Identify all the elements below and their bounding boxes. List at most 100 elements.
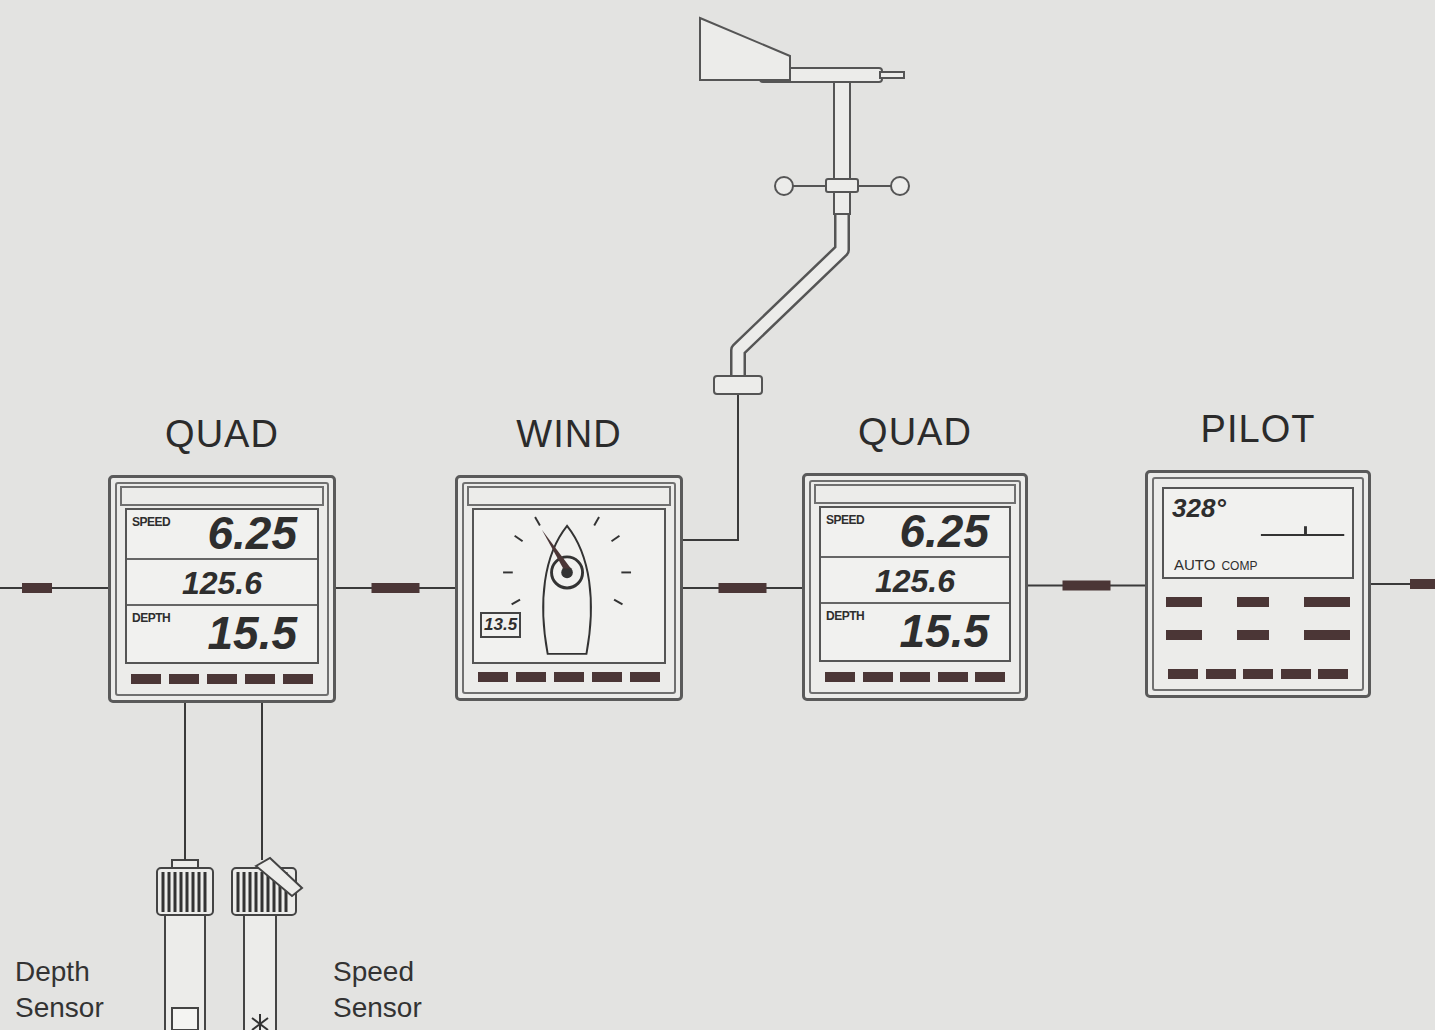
vane-arm <box>738 212 842 378</box>
dial-tick <box>614 600 622 605</box>
cup <box>891 177 909 195</box>
cup-hub <box>826 179 858 192</box>
sensor-unit: Speed Sensor <box>225 860 465 1026</box>
top-strip <box>467 486 671 506</box>
button-key <box>900 672 930 682</box>
bus-cable <box>262 703 263 860</box>
dial-tick <box>503 571 513 573</box>
button-key <box>1304 597 1350 607</box>
bus-cable <box>683 583 802 593</box>
button-key <box>1237 630 1269 640</box>
vane-cable <box>683 394 738 540</box>
instrument-unit: WIND13.5 <box>455 475 683 701</box>
button-key <box>554 672 584 682</box>
sensor-label: Depth Sensor <box>15 954 145 1026</box>
sensor-tube <box>244 915 276 1030</box>
button-key <box>1237 597 1269 607</box>
instrument-name: WIND <box>428 412 710 456</box>
field-label: SPEED <box>132 515 170 529</box>
button-row <box>825 672 1005 682</box>
button-key <box>630 672 660 682</box>
sensor-lever <box>256 858 302 896</box>
button-row <box>131 674 313 684</box>
depth-sensor-illustration <box>157 860 213 1030</box>
reading-value: 125.6 <box>127 564 317 602</box>
top-strip <box>120 486 324 506</box>
reading-value: 15.5 <box>207 608 297 658</box>
bus-cable <box>1028 581 1145 591</box>
button-key <box>1281 669 1311 679</box>
button-key <box>207 674 237 684</box>
instrument-name: PILOT <box>1118 407 1398 451</box>
cable-plug <box>372 583 420 593</box>
button-key <box>825 672 855 682</box>
bus-plug <box>1410 579 1435 589</box>
button-key <box>1304 630 1350 640</box>
mode-label: COMP <box>1221 559 1257 573</box>
button-key <box>938 672 968 682</box>
cable-plug <box>1063 581 1111 591</box>
course-line <box>1261 534 1344 536</box>
top-strip <box>814 484 1016 504</box>
mode-label: AUTO <box>1174 556 1215 573</box>
wind-speed: 13.5 <box>480 612 521 638</box>
reading-value: 6.25 <box>899 506 989 556</box>
bus-cable <box>336 583 455 593</box>
instrument-name: QUAD <box>775 410 1055 454</box>
button-key <box>975 672 1005 682</box>
bus-wire <box>0 587 110 589</box>
dial-tick <box>512 600 520 605</box>
row-divider <box>127 558 317 560</box>
paddle-wheel <box>252 1014 268 1030</box>
cable-line <box>261 703 263 860</box>
button-key <box>516 672 546 682</box>
sensor-label: Speed Sensor <box>333 954 463 1026</box>
boat-dial <box>474 510 664 662</box>
button-key <box>1206 669 1236 679</box>
reading-value: 6.25 <box>207 508 297 558</box>
sensor-window <box>172 1008 198 1030</box>
instrument-unit: QUADSPEED6.25125.6DEPTH15.5 <box>802 473 1028 701</box>
button-key <box>1166 597 1202 607</box>
wind-needle <box>542 530 571 569</box>
sensor-unit: Depth Sensor <box>15 860 220 1026</box>
row-divider <box>821 556 1009 558</box>
dial-tick <box>535 517 540 525</box>
bus-plug <box>22 583 52 593</box>
button-row <box>1166 630 1350 640</box>
button-key <box>1168 669 1198 679</box>
dial-tick <box>594 517 599 525</box>
heading-value: 328° <box>1172 493 1226 523</box>
instrument-name: QUAD <box>81 412 363 456</box>
button-row <box>478 672 660 682</box>
mode-row: AUTO COMP <box>1174 556 1257 573</box>
instrument-unit: QUADSPEED6.25125.6DEPTH15.5 <box>108 475 336 703</box>
vane-body <box>834 76 850 214</box>
sensor-cap <box>157 868 213 915</box>
dial-tick <box>612 536 620 542</box>
lcd-display: SPEED6.25125.6DEPTH15.5 <box>819 506 1011 662</box>
button-key <box>283 674 313 684</box>
field-label: DEPTH <box>132 611 170 625</box>
button-key <box>1318 669 1348 679</box>
button-key <box>478 672 508 682</box>
course-tick <box>1304 526 1307 535</box>
button-row <box>1166 597 1350 607</box>
dial-hub <box>552 557 583 588</box>
row-divider <box>127 604 317 606</box>
cable-plug <box>719 583 767 593</box>
vane-flag <box>700 18 790 80</box>
cable-line <box>184 703 186 860</box>
reading-value: 125.6 <box>821 562 1009 600</box>
lcd-display: 328° AUTO COMP <box>1162 487 1354 579</box>
cap-ridges <box>163 872 205 912</box>
bus-cable <box>185 703 186 860</box>
wind-vane <box>683 18 909 540</box>
row-divider <box>821 602 1009 604</box>
lcd-display: 13.5 <box>472 508 666 664</box>
button-key <box>245 674 275 684</box>
dial-tick <box>621 571 631 573</box>
instrument-unit: PILOT328°AUTOCOMP <box>1145 470 1371 698</box>
button-key <box>863 672 893 682</box>
